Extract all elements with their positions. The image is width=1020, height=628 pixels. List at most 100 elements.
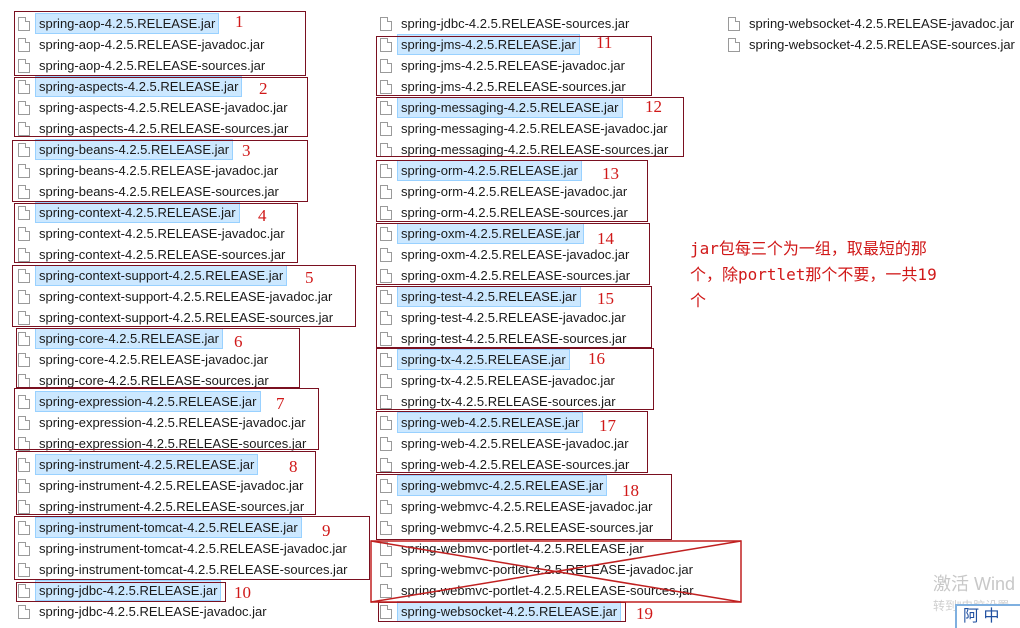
file-item[interactable]: spring-context-4.2.5.RELEASE.jar bbox=[18, 202, 240, 223]
file-icon bbox=[380, 58, 392, 73]
file-item[interactable]: spring-context-4.2.5.RELEASE-sources.jar bbox=[18, 245, 288, 264]
file-item[interactable]: spring-aspects-4.2.5.RELEASE.jar bbox=[18, 76, 243, 97]
group-number-label: 3 bbox=[242, 141, 251, 160]
file-icon bbox=[18, 226, 30, 241]
file-icon bbox=[18, 79, 30, 94]
file-item[interactable]: spring-instrument-4.2.5.RELEASE.jar bbox=[18, 454, 259, 475]
file-name: spring-aop-4.2.5.RELEASE-javadoc.jar bbox=[39, 37, 265, 52]
file-item[interactable]: spring-jdbc-4.2.5.RELEASE-javadoc.jar bbox=[18, 602, 270, 621]
file-item[interactable]: spring-test-4.2.5.RELEASE-sources.jar bbox=[380, 329, 629, 348]
file-item[interactable]: spring-beans-4.2.5.RELEASE-sources.jar bbox=[18, 182, 282, 201]
file-icon bbox=[18, 289, 30, 304]
file-name: spring-web-4.2.5.RELEASE-javadoc.jar bbox=[401, 436, 629, 451]
file-item[interactable]: spring-expression-4.2.5.RELEASE.jar bbox=[18, 391, 261, 412]
file-item[interactable]: spring-instrument-tomcat-4.2.5.RELEASE.j… bbox=[18, 517, 302, 538]
file-name: spring-jdbc-4.2.5.RELEASE-javadoc.jar bbox=[39, 604, 267, 619]
annotation-line-2: 个，除portlet那个不要，一共19 bbox=[690, 265, 937, 284]
file-item[interactable]: spring-oxm-4.2.5.RELEASE.jar bbox=[380, 223, 585, 244]
file-item[interactable]: spring-messaging-4.2.5.RELEASE.jar bbox=[380, 97, 623, 118]
file-item[interactable]: spring-websocket-4.2.5.RELEASE.jar bbox=[380, 601, 622, 622]
file-name: spring-messaging-4.2.5.RELEASE.jar bbox=[397, 97, 623, 118]
file-item[interactable]: spring-jms-4.2.5.RELEASE-sources.jar bbox=[380, 77, 629, 96]
file-item[interactable]: spring-beans-4.2.5.RELEASE.jar bbox=[18, 139, 234, 160]
file-icon bbox=[380, 499, 392, 514]
file-item[interactable]: spring-jms-4.2.5.RELEASE.jar bbox=[380, 34, 580, 55]
file-icon bbox=[18, 121, 30, 136]
file-item[interactable]: spring-jdbc-4.2.5.RELEASE-sources.jar bbox=[380, 14, 632, 33]
file-item[interactable]: spring-orm-4.2.5.RELEASE.jar bbox=[380, 160, 583, 181]
file-item[interactable]: spring-webmvc-4.2.5.RELEASE-sources.jar bbox=[380, 518, 656, 537]
file-item[interactable]: spring-jms-4.2.5.RELEASE-javadoc.jar bbox=[380, 56, 628, 75]
group-box bbox=[14, 11, 306, 76]
file-item[interactable]: spring-orm-4.2.5.RELEASE-javadoc.jar bbox=[380, 182, 630, 201]
file-item[interactable]: spring-tx-4.2.5.RELEASE.jar bbox=[380, 349, 570, 370]
file-name: spring-aop-4.2.5.RELEASE-sources.jar bbox=[39, 58, 266, 73]
file-item[interactable]: spring-aspects-4.2.5.RELEASE-javadoc.jar bbox=[18, 98, 291, 117]
file-item[interactable]: spring-websocket-4.2.5.RELEASE-javadoc.j… bbox=[728, 14, 1017, 33]
file-icon bbox=[380, 79, 392, 94]
file-name: spring-instrument-tomcat-4.2.5.RELEASE-s… bbox=[39, 562, 348, 577]
file-icon bbox=[18, 247, 30, 262]
file-item[interactable]: spring-orm-4.2.5.RELEASE-sources.jar bbox=[380, 203, 631, 222]
file-name: spring-orm-4.2.5.RELEASE-javadoc.jar bbox=[401, 184, 628, 199]
group-box bbox=[14, 203, 298, 263]
file-icon bbox=[380, 520, 392, 535]
file-item[interactable]: spring-core-4.2.5.RELEASE-javadoc.jar bbox=[18, 350, 271, 369]
file-icon bbox=[380, 121, 392, 136]
file-item[interactable]: spring-instrument-4.2.5.RELEASE-sources.… bbox=[18, 497, 307, 516]
file-icon bbox=[380, 289, 392, 304]
file-item[interactable]: spring-webmvc-4.2.5.RELEASE-javadoc.jar bbox=[380, 497, 655, 516]
file-item[interactable]: spring-webmvc-4.2.5.RELEASE.jar bbox=[380, 475, 608, 496]
file-item[interactable]: spring-tx-4.2.5.RELEASE-javadoc.jar bbox=[380, 371, 618, 390]
file-icon bbox=[380, 604, 392, 619]
file-item[interactable]: spring-aop-4.2.5.RELEASE-sources.jar bbox=[18, 56, 268, 75]
file-icon bbox=[18, 541, 30, 556]
file-name: spring-instrument-tomcat-4.2.5.RELEASE.j… bbox=[35, 517, 302, 538]
file-item[interactable]: spring-context-support-4.2.5.RELEASE-jav… bbox=[18, 287, 335, 306]
file-name: spring-instrument-tomcat-4.2.5.RELEASE-j… bbox=[39, 541, 347, 556]
file-item[interactable]: spring-context-support-4.2.5.RELEASE.jar bbox=[18, 265, 288, 286]
file-item[interactable]: spring-expression-4.2.5.RELEASE-javadoc.… bbox=[18, 413, 309, 432]
file-item[interactable]: spring-aop-4.2.5.RELEASE.jar bbox=[18, 13, 220, 34]
file-name: spring-web-4.2.5.RELEASE.jar bbox=[396, 412, 584, 433]
file-icon bbox=[18, 436, 30, 451]
file-name: spring-oxm-4.2.5.RELEASE-javadoc.jar bbox=[401, 247, 630, 262]
file-item[interactable]: spring-messaging-4.2.5.RELEASE-javadoc.j… bbox=[380, 119, 671, 138]
ime-indicator-button[interactable]: 阿 中 bbox=[955, 604, 1020, 628]
file-item[interactable]: spring-web-4.2.5.RELEASE-javadoc.jar bbox=[380, 434, 632, 453]
file-item[interactable]: spring-context-support-4.2.5.RELEASE-sou… bbox=[18, 308, 336, 327]
file-icon bbox=[380, 415, 392, 430]
file-item[interactable]: spring-oxm-4.2.5.RELEASE-sources.jar bbox=[380, 266, 633, 285]
file-item[interactable]: spring-websocket-4.2.5.RELEASE-sources.j… bbox=[728, 35, 1018, 54]
file-item[interactable]: spring-context-4.2.5.RELEASE-javadoc.jar bbox=[18, 224, 288, 243]
file-item[interactable]: spring-jdbc-4.2.5.RELEASE.jar bbox=[18, 580, 222, 601]
file-icon bbox=[18, 499, 30, 514]
file-item[interactable]: spring-messaging-4.2.5.RELEASE-sources.j… bbox=[380, 140, 671, 159]
file-name: spring-jdbc-4.2.5.RELEASE.jar bbox=[34, 580, 222, 601]
file-item[interactable]: spring-tx-4.2.5.RELEASE-sources.jar bbox=[380, 392, 619, 411]
file-name: spring-core-4.2.5.RELEASE.jar bbox=[35, 328, 223, 349]
file-item[interactable]: spring-beans-4.2.5.RELEASE-javadoc.jar bbox=[18, 161, 281, 180]
file-item[interactable]: spring-test-4.2.5.RELEASE.jar bbox=[380, 286, 581, 307]
file-icon bbox=[380, 373, 392, 388]
file-item[interactable]: spring-oxm-4.2.5.RELEASE-javadoc.jar bbox=[380, 245, 632, 264]
file-item[interactable]: spring-instrument-tomcat-4.2.5.RELEASE-s… bbox=[18, 560, 351, 579]
file-item[interactable]: spring-webmvc-portlet-4.2.5.RELEASE.jar bbox=[380, 539, 647, 558]
file-item[interactable]: spring-web-4.2.5.RELEASE-sources.jar bbox=[380, 455, 632, 474]
file-name: spring-test-4.2.5.RELEASE-sources.jar bbox=[401, 331, 627, 346]
file-item[interactable]: spring-expression-4.2.5.RELEASE-sources.… bbox=[18, 434, 309, 453]
file-icon bbox=[380, 583, 392, 598]
file-item[interactable]: spring-instrument-4.2.5.RELEASE-javadoc.… bbox=[18, 476, 306, 495]
file-item[interactable]: spring-instrument-tomcat-4.2.5.RELEASE-j… bbox=[18, 539, 350, 558]
file-item[interactable]: spring-webmvc-portlet-4.2.5.RELEASE-sour… bbox=[380, 581, 697, 600]
file-item[interactable]: spring-web-4.2.5.RELEASE.jar bbox=[380, 412, 584, 433]
file-name: spring-aspects-4.2.5.RELEASE-javadoc.jar bbox=[39, 100, 288, 115]
file-name: spring-aspects-4.2.5.RELEASE.jar bbox=[34, 76, 243, 97]
group-number-label: 1 bbox=[235, 12, 244, 31]
file-item[interactable]: spring-test-4.2.5.RELEASE-javadoc.jar bbox=[380, 308, 629, 327]
file-item[interactable]: spring-core-4.2.5.RELEASE.jar bbox=[18, 328, 223, 349]
file-item[interactable]: spring-aspects-4.2.5.RELEASE-sources.jar bbox=[18, 119, 291, 138]
file-name: spring-tx-4.2.5.RELEASE-javadoc.jar bbox=[401, 373, 615, 388]
file-item[interactable]: spring-aop-4.2.5.RELEASE-javadoc.jar bbox=[18, 35, 267, 54]
file-icon bbox=[18, 184, 30, 199]
